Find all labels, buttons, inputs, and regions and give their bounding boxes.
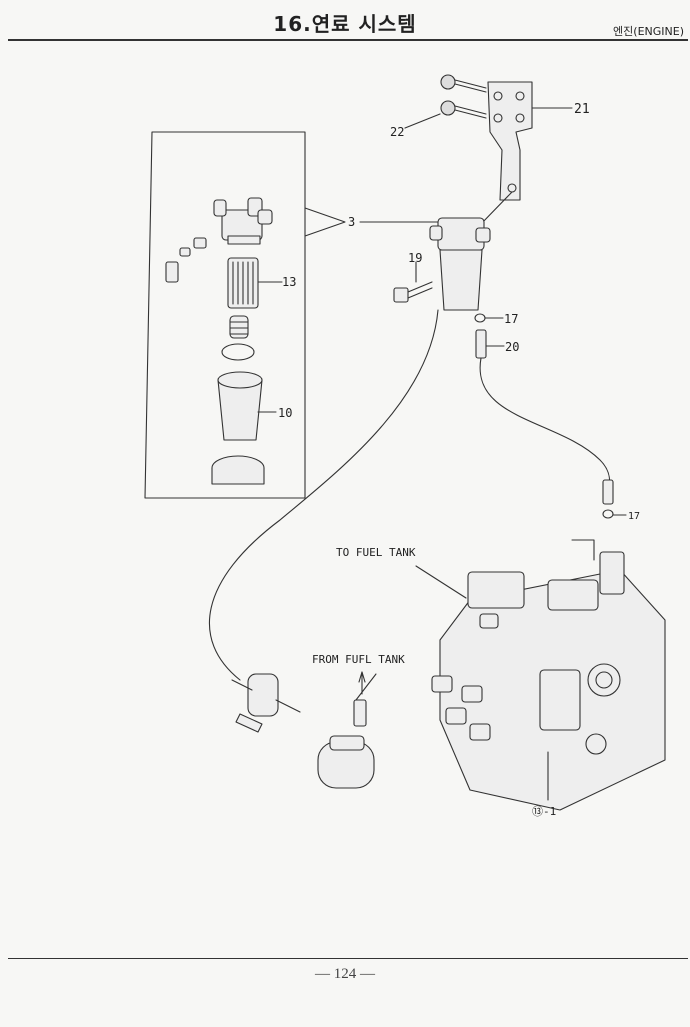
filter-element-part: [227, 257, 259, 309]
callout-13: 13: [282, 275, 296, 289]
tank-connector-part: [317, 699, 375, 789]
callout-13-1: ⑬-1: [532, 805, 556, 818]
label-to-fuel-tank: TO FUEL TANK: [336, 546, 416, 559]
clip-part-a: [474, 313, 486, 323]
bolt-part-b: [440, 100, 487, 119]
callout-20: 20: [505, 340, 519, 354]
bolt-part-a: [440, 74, 487, 93]
banjo-bolt-part: [393, 281, 433, 303]
feed-pump-part: [231, 673, 301, 733]
filter-bowl-part: [217, 371, 263, 441]
fuel-filter-assembly: [429, 217, 491, 311]
callout-19: 19: [408, 251, 422, 265]
hose-fitting-lower: [602, 479, 614, 505]
callout-22: 22: [390, 125, 404, 139]
fuel-line-from-filter: [208, 309, 439, 681]
page-title: 16.연료 시스템: [273, 12, 417, 36]
o-ring-part: [221, 343, 255, 361]
spring-part: [229, 315, 249, 339]
bracket-part: [487, 81, 533, 201]
fitting-part: [165, 237, 207, 283]
hose-fitting-part: [475, 329, 487, 359]
clip-part-b: [602, 509, 614, 519]
header-rule: [8, 39, 688, 41]
callout-10: 10: [278, 406, 292, 420]
filter-head-part: [213, 197, 273, 245]
callout-17-lower: 17: [628, 511, 640, 522]
label-from-fuel-tank: FROM FUFL TANK: [312, 653, 405, 666]
section-label: 엔진(ENGINE): [613, 25, 684, 38]
fuel-line-to-pump: [479, 357, 611, 491]
callout-21: 21: [574, 102, 590, 117]
retaining-ring-part: [211, 455, 265, 485]
callout-3: 3: [348, 215, 355, 229]
exploded-view-box: [144, 131, 306, 499]
callout-17-upper: 17: [504, 312, 518, 326]
page-number: — 124 —: [315, 966, 375, 982]
injection-pump-part: [431, 551, 666, 811]
footer-rule: [8, 958, 688, 959]
